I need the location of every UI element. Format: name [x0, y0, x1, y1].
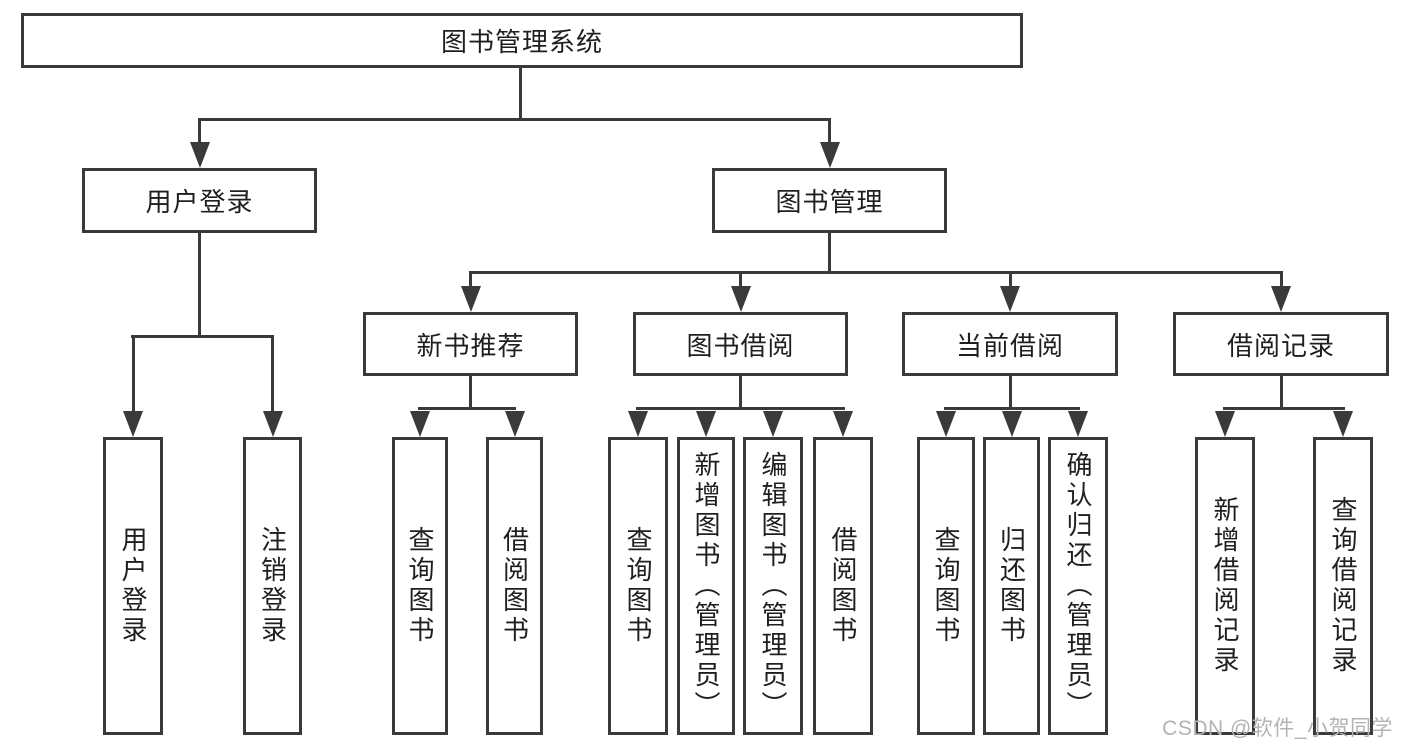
node-label: 借阅记录: [1226, 330, 1335, 361]
node-label: 注销登录: [257, 526, 288, 646]
arrowhead-down-icon: [1271, 286, 1291, 312]
leaf-query-books-current: 查询图书: [917, 437, 975, 735]
node-label: 新增图书（管理员）: [691, 451, 721, 721]
connector-line: [198, 118, 201, 144]
arrowhead-down-icon: [628, 411, 648, 437]
leaf-borrow-books-borrowing: 借阅图书: [813, 437, 873, 735]
node-label: 图书管理: [775, 187, 884, 217]
leaf-edit-books-admin: 编辑图书（管理员）: [743, 437, 803, 735]
connector-line: [198, 118, 831, 121]
connector-line: [1223, 407, 1345, 410]
node-book-management: 图书管理: [712, 168, 947, 233]
watermark-text: CSDN @软件_小贺同学: [1162, 717, 1393, 740]
connector-line: [1279, 376, 1283, 407]
node-label: 借阅图书: [828, 526, 858, 646]
leaf-query-borrow-record: 查询借阅记录: [1313, 437, 1373, 735]
leaf-query-books-recommend: 查询图书: [392, 437, 448, 735]
arrowhead-down-icon: [504, 411, 525, 437]
connector-line: [469, 271, 1283, 274]
connector-line: [828, 118, 831, 144]
arrowhead-down-icon: [696, 411, 716, 437]
node-borrowing-records: 借阅记录: [1173, 312, 1389, 376]
leaf-logout: 注销登录: [243, 437, 302, 735]
arrowhead-down-icon: [460, 286, 481, 312]
node-label: 图书管理系统: [440, 27, 603, 57]
connector-line: [1008, 376, 1012, 407]
arrowhead-down-icon: [189, 142, 210, 168]
node-label: 查询借阅记录: [1328, 496, 1358, 676]
leaf-add-borrow-record: 新增借阅记录: [1195, 437, 1255, 735]
node-label: 归还图书: [996, 526, 1027, 646]
connector-line: [198, 233, 201, 335]
arrowhead-down-icon: [1001, 411, 1022, 437]
node-label: 查询图书: [623, 526, 653, 646]
arrowhead-down-icon: [1000, 286, 1020, 312]
connector-line: [418, 407, 516, 410]
node-label: 编辑图书（管理员）: [758, 451, 788, 721]
arrowhead-down-icon: [1215, 411, 1235, 437]
arrowhead-down-icon: [123, 411, 143, 437]
leaf-borrow-books-recommend: 借阅图书: [486, 437, 543, 735]
connector-line: [1279, 271, 1283, 289]
connector-line: [739, 271, 742, 289]
leaf-confirm-return-admin: 确认归还（管理员）: [1048, 437, 1108, 735]
node-new-book-recommendation: 新书推荐: [363, 312, 578, 376]
node-label: 查询图书: [405, 526, 435, 646]
arrowhead-down-icon: [819, 142, 840, 168]
node-label: 图书借阅: [686, 330, 795, 361]
node-user-login: 用户登录: [82, 168, 317, 233]
arrowhead-down-icon: [1068, 411, 1088, 437]
node-label: 新书推荐: [416, 330, 525, 361]
arrowhead-down-icon: [410, 411, 430, 437]
connector-line: [1008, 271, 1012, 289]
leaf-add-books-admin: 新增图书（管理员）: [677, 437, 735, 735]
leaf-user-login: 用户登录: [103, 437, 163, 735]
node-book-borrowing: 图书借阅: [633, 312, 848, 376]
arrowhead-down-icon: [936, 411, 956, 437]
arrowhead-down-icon: [262, 411, 283, 437]
node-label: 借阅图书: [499, 526, 530, 646]
node-label: 用户登录: [118, 526, 148, 646]
connector-line: [519, 68, 522, 118]
connector-line: [944, 407, 1080, 410]
node-label: 当前借阅: [955, 330, 1064, 361]
arrowhead-down-icon: [833, 411, 853, 437]
node-label: 查询图书: [931, 526, 961, 646]
arrowhead-down-icon: [763, 411, 783, 437]
connector-line: [469, 376, 472, 407]
node-label: 用户登录: [145, 187, 254, 217]
connector-line: [636, 407, 845, 410]
arrowhead-down-icon: [1333, 411, 1353, 437]
node-label: 新增借阅记录: [1210, 496, 1240, 676]
node-label: 确认归还（管理员）: [1063, 451, 1093, 721]
leaf-return-books: 归还图书: [983, 437, 1040, 735]
connector-line: [739, 376, 742, 407]
leaf-query-books-borrowing: 查询图书: [608, 437, 668, 735]
connector-line: [131, 335, 274, 338]
node-current-borrowing: 当前借阅: [902, 312, 1118, 376]
connector-line: [131, 335, 135, 415]
connector-line: [828, 233, 831, 271]
node-library-management-system: 图书管理系统: [21, 13, 1023, 68]
connector-line: [469, 271, 472, 289]
arrowhead-down-icon: [730, 286, 751, 312]
connector-line: [271, 335, 274, 415]
